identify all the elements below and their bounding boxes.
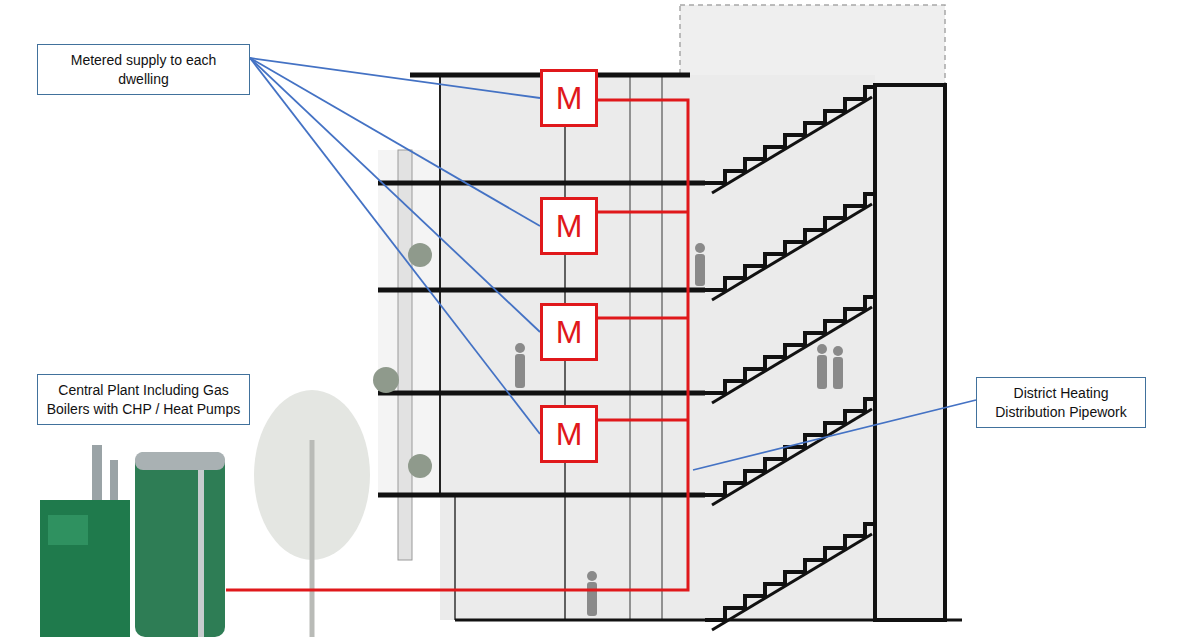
building-section [440, 75, 875, 620]
callout-box: Metered supply to each dwelling [37, 44, 250, 95]
person [515, 343, 525, 388]
staircase [705, 87, 875, 620]
person [587, 571, 597, 616]
stair-flight [705, 399, 875, 495]
gas-boiler [40, 500, 130, 637]
person-head [515, 343, 525, 353]
chp-unit [135, 452, 225, 637]
plant [373, 367, 399, 393]
person [833, 346, 843, 389]
flue-pipe [92, 445, 102, 505]
meter-label: M [556, 418, 583, 450]
meter-box: M [540, 405, 598, 463]
roof-outline [680, 5, 945, 85]
stair-flight [705, 87, 875, 183]
plant [408, 243, 432, 267]
central-plant [40, 445, 225, 637]
meter-box: M [540, 197, 598, 255]
heating-pipe [598, 317, 688, 320]
person-body [587, 582, 597, 616]
stair-flight [705, 524, 875, 620]
heating-pipe [598, 419, 688, 422]
callout-box: District Heating Distribution Pipework [976, 377, 1146, 428]
chp-cap [135, 452, 225, 470]
plant [408, 454, 432, 478]
tree-trunk [310, 440, 315, 637]
floor-slab [378, 181, 705, 186]
heating-pipe [226, 100, 688, 590]
callout-box: Central Plant Including Gas Boilers with… [37, 374, 250, 425]
callout-text: Metered supply to each dwelling [62, 51, 225, 87]
wall-line [439, 75, 441, 495]
heating-pipe [598, 211, 688, 214]
stair-flight [705, 297, 875, 393]
stair-stringers [712, 97, 872, 630]
stair-stringer [712, 307, 872, 403]
chp-trim [198, 470, 204, 637]
person-body [695, 254, 705, 286]
stair-core-wall [875, 85, 945, 620]
person-body [817, 355, 827, 389]
stair-stringer [712, 204, 872, 300]
leader-line [250, 58, 540, 226]
column-line [661, 75, 662, 620]
stair-stringer [712, 409, 872, 505]
callout-text: District Heating Distribution Pipework [985, 384, 1137, 420]
meter-box: M [540, 303, 598, 361]
meter-label: M [556, 210, 583, 242]
meter-box: M [540, 69, 598, 127]
stair-flight [705, 194, 875, 290]
person-head [817, 344, 827, 354]
people [515, 243, 843, 616]
boiler-panel [48, 515, 88, 545]
leader-line [250, 58, 540, 332]
leader-line [250, 58, 540, 98]
stair-stringer [712, 534, 872, 630]
column-line [629, 75, 630, 620]
wall-line [454, 495, 456, 620]
glass-panel [398, 150, 412, 560]
meter-label: M [556, 82, 583, 114]
person [695, 243, 705, 286]
flue-pipe [110, 460, 118, 505]
leader-line [693, 400, 976, 470]
potted-plants [373, 243, 432, 478]
person [817, 344, 827, 389]
person-head [695, 243, 705, 253]
tree [254, 390, 370, 637]
district-heating-pipework [226, 100, 688, 590]
leader-line [250, 58, 540, 434]
person-body [515, 354, 525, 388]
callout-text: Central Plant Including Gas Boilers with… [46, 381, 241, 417]
floor-slab [378, 391, 705, 396]
floor-slab [378, 493, 705, 498]
person-head [833, 346, 843, 356]
person-head [587, 571, 597, 581]
person-body [833, 357, 843, 389]
stair-stringer [712, 97, 872, 193]
meter-label: M [556, 316, 583, 348]
